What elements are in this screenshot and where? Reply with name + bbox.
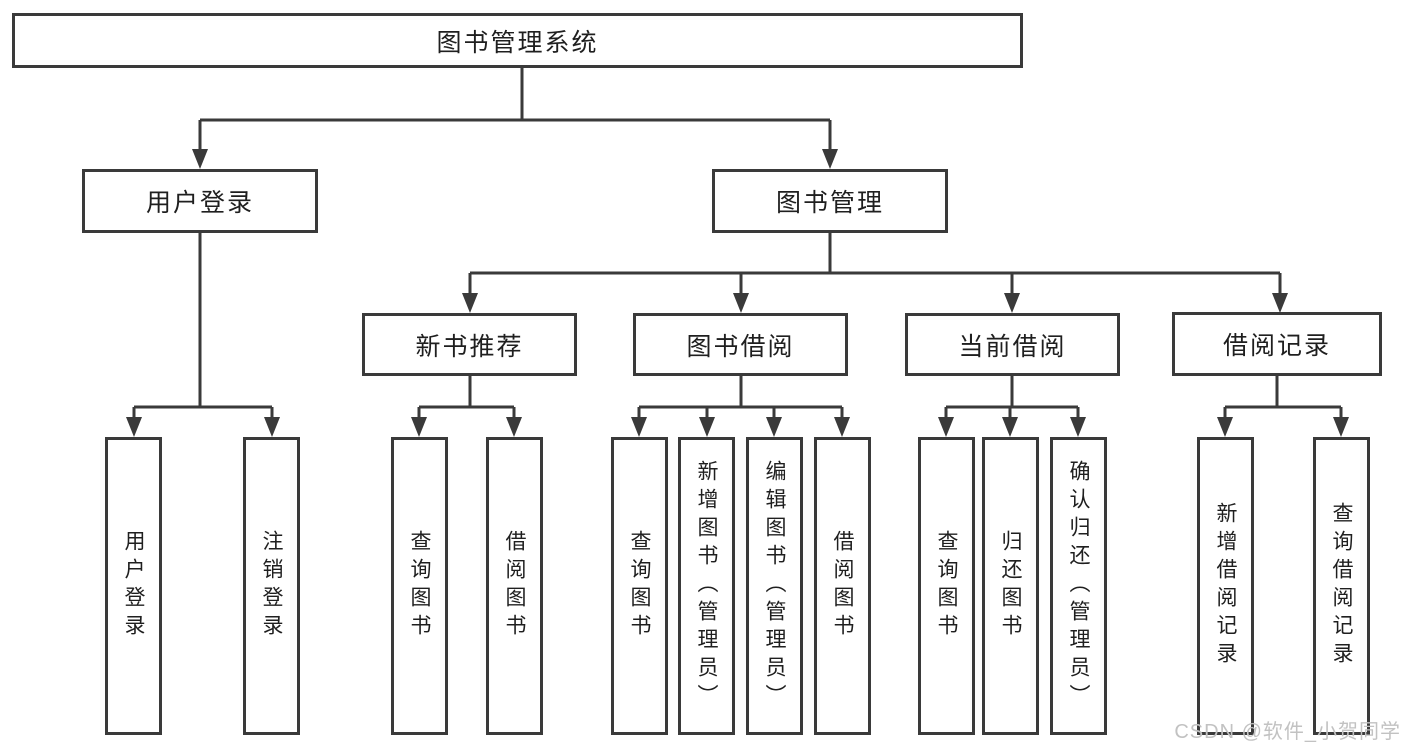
node-library-management-system: 图书管理系统 — [12, 13, 1023, 68]
node-label: 图书管理 — [775, 189, 884, 217]
node-label: 查询图书 — [408, 530, 431, 642]
node-label: 图书管理系统 — [436, 28, 599, 57]
node-label: 借阅记录 — [1222, 332, 1331, 360]
node-label: 用户登录 — [122, 530, 145, 642]
leaf-logout: 注销登录 — [243, 437, 300, 735]
leaf-query-books-recommend: 查询图书 — [391, 437, 448, 735]
leaf-user-login: 用户登录 — [105, 437, 162, 735]
leaf-add-book-admin: 新增图书（管理员） — [678, 437, 735, 735]
arrowheads — [126, 149, 1349, 437]
node-label: 查询图书 — [935, 530, 958, 642]
watermark: CSDN @软件_小贺同学 — [1174, 721, 1401, 743]
leaf-edit-book-admin: 编辑图书（管理员） — [746, 437, 803, 735]
leaf-confirm-return-admin: 确认归还（管理员） — [1050, 437, 1107, 735]
node-book-management: 图书管理 — [712, 169, 948, 233]
node-new-book-recommendation: 新书推荐 — [362, 313, 577, 376]
node-current-borrowing: 当前借阅 — [905, 313, 1120, 376]
node-label: 查询图书 — [628, 530, 651, 642]
node-label: 注销登录 — [260, 530, 283, 642]
leaf-query-borrow-record: 查询借阅记录 — [1313, 437, 1370, 735]
node-label: 归还图书 — [999, 530, 1022, 642]
leaf-query-books-borrow: 查询图书 — [611, 437, 668, 735]
node-label: 当前借阅 — [958, 332, 1067, 361]
node-label: 借阅图书 — [831, 530, 854, 642]
node-label: 查询借阅记录 — [1330, 502, 1353, 670]
node-label: 新书推荐 — [415, 332, 524, 361]
leaf-borrow-books-recommend: 借阅图书 — [486, 437, 543, 735]
leaf-return-book: 归还图书 — [982, 437, 1039, 735]
node-user-login: 用户登录 — [82, 169, 318, 233]
node-label: 确认归还（管理员） — [1067, 460, 1090, 712]
leaf-borrow-books: 借阅图书 — [814, 437, 871, 735]
node-label: 图书借阅 — [686, 332, 795, 361]
node-label: 编辑图书（管理员） — [763, 460, 786, 712]
node-borrowing-records: 借阅记录 — [1172, 312, 1382, 376]
node-label: 借阅图书 — [503, 530, 526, 642]
leaf-add-borrow-record: 新增借阅记录 — [1197, 437, 1254, 735]
node-book-borrowing: 图书借阅 — [633, 313, 848, 376]
node-label: 新增借阅记录 — [1214, 502, 1237, 670]
leaf-query-books-current: 查询图书 — [918, 437, 975, 735]
node-label: 用户登录 — [145, 189, 254, 217]
node-label: 新增图书（管理员） — [695, 460, 718, 712]
